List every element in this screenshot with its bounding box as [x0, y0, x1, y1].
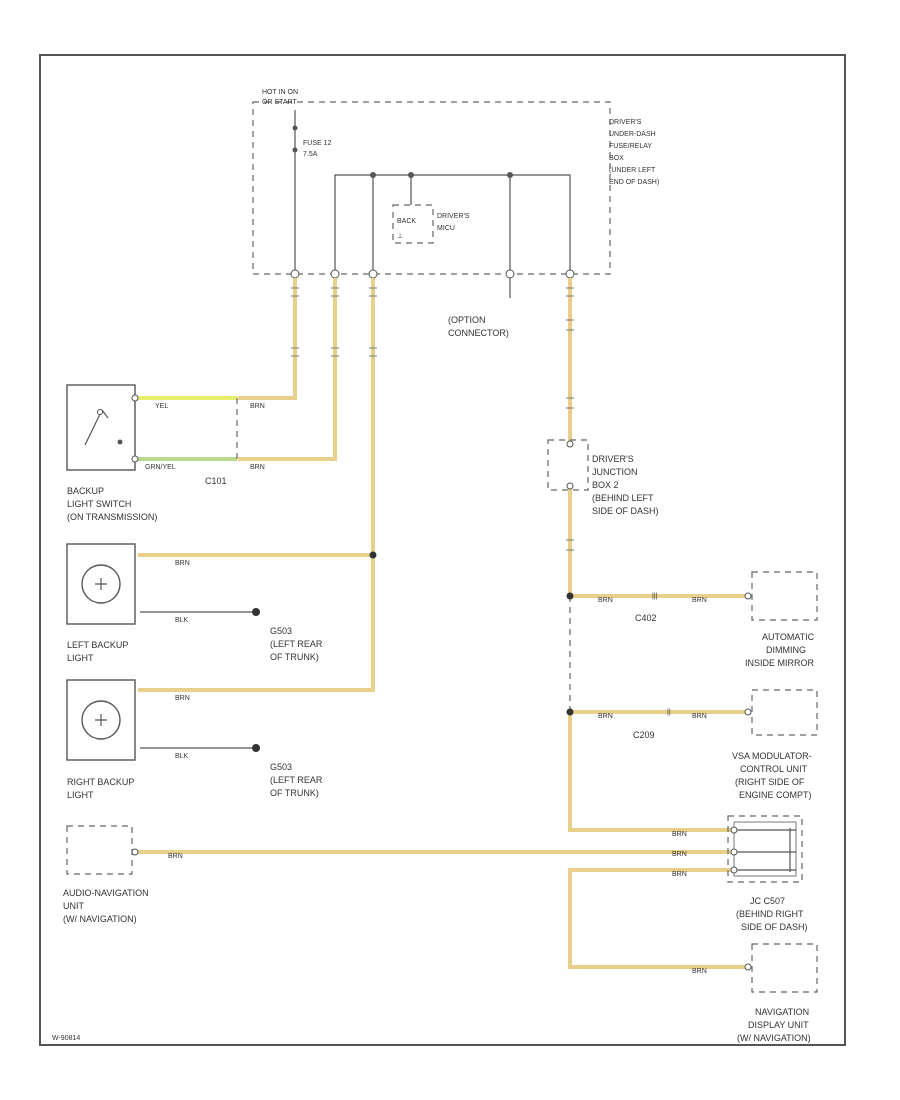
fuse-dot-2 — [292, 147, 298, 153]
drivers-junction-box: DRIVER'S JUNCTION BOX 2 (BEHIND LEFT SID… — [547, 439, 659, 516]
fuse-box-label-0: DRIVER'S — [609, 119, 642, 126]
nav-display-label-0: NAVIGATION — [755, 1007, 809, 1017]
nav-display-label-2: (W/ NAVIGATION) — [737, 1033, 811, 1043]
switch-wire-yel: YEL — [155, 403, 168, 410]
switch-label-0: BACKUP — [67, 486, 104, 496]
relay-label: BACK — [397, 218, 416, 225]
jc-wire-b: BRN — [672, 851, 687, 858]
left-ground-2: OF TRUNK) — [270, 652, 319, 662]
nav-display-label-1: DISPLAY UNIT — [748, 1020, 809, 1030]
bus-node-3 — [507, 172, 513, 178]
vsa-wire-2: BRN — [692, 713, 707, 720]
switch-label-1: LIGHT SWITCH — [67, 499, 131, 509]
vsa-connector: C209 — [633, 730, 655, 740]
jc-label-1: (BEHIND RIGHT — [736, 909, 804, 919]
dimming-mirror: BRN BRN ||| C402 AUTOMATIC DIMMING INSID… — [598, 571, 818, 668]
mirror-connector: C402 — [635, 613, 657, 623]
right-backup-light: BRN BLK G503 (LEFT REAR OF TRUNK) RIGHT … — [66, 679, 323, 800]
micu-label-1: MICU — [437, 225, 455, 232]
left-light-wire-gnd: BLK — [175, 617, 189, 624]
diagram-border — [39, 54, 846, 1046]
audio-wire: BRN — [168, 853, 183, 860]
fuse-box-label-5: END OF DASH) — [609, 179, 659, 186]
right-light-wire-in: BRN — [175, 695, 190, 702]
fuse-box-label-1: UNDER-DASH — [609, 131, 656, 138]
fuse-dot — [292, 125, 298, 131]
left-ground-1: (LEFT REAR — [270, 639, 323, 649]
fuse-relay-box: HOT IN ON OR START FUSE 12 7.5A DRIVER'S… — [252, 89, 659, 338]
right-ground-0: G503 — [270, 762, 292, 772]
micu-label-0: DRIVER'S — [437, 213, 470, 220]
vsa-connector-mark: || — [667, 709, 671, 716]
mirror-wire-1: BRN — [598, 597, 613, 604]
fuse-box-label-4: (UNDER LEFT — [609, 167, 656, 174]
left-ground-0: G503 — [270, 626, 292, 636]
right-ground-1: (LEFT REAR — [270, 775, 323, 785]
fuse-rating: 7.5A — [303, 151, 318, 158]
left-backup-light: BRN BLK G503 (LEFT REAR OF TRUNK) LEFT B… — [66, 543, 323, 663]
fuse-name: FUSE 12 — [303, 140, 332, 147]
backup-light-switch: YEL GRN/YEL BRN BRN C101 BACKUP LIGHT SW… — [66, 384, 265, 522]
mirror-label-1: DIMMING — [766, 645, 806, 655]
option-connector-0: (OPTION — [448, 315, 486, 325]
jc-wire-a: BRN — [672, 831, 687, 838]
audio-label-2: (W/ NAVIGATION) — [63, 914, 137, 924]
audio-label-1: UNIT — [63, 901, 84, 911]
vsa-wire-1: BRN — [598, 713, 613, 720]
jb-label-0: DRIVER'S — [592, 454, 634, 464]
switch-terminal-1 — [131, 394, 139, 402]
vsa-label-2: (RIGHT SIDE OF — [735, 777, 805, 787]
jb-label-3: (BEHIND LEFT — [592, 493, 654, 503]
joint-connector: BRN BRN BRN JC C507 (BEHIND RIGHT SIDE O… — [672, 815, 808, 932]
relay-contact: ⊥ — [397, 233, 403, 240]
right-light-label-0: RIGHT BACKUP — [67, 777, 134, 787]
mirror-label-0: AUTOMATIC — [762, 632, 815, 642]
left-light-wire-in: BRN — [175, 560, 190, 567]
right-ground-2: OF TRUNK) — [270, 788, 319, 798]
mirror-wire-2: BRN — [692, 597, 707, 604]
jc-label-2: SIDE OF DASH) — [741, 922, 808, 932]
right-light-wire-gnd: BLK — [175, 753, 189, 760]
jb-label-2: BOX 2 — [592, 480, 619, 490]
vsa-label-1: CONTROL UNIT — [740, 764, 808, 774]
nav-display-wire: BRN — [692, 968, 707, 975]
switch-wire-brn-1: BRN — [250, 403, 265, 410]
splice-nodes — [252, 551, 574, 752]
vsa-label-3: ENGINE COMPT) — [739, 790, 812, 800]
wires — [138, 278, 747, 969]
switch-terminal-2 — [131, 455, 139, 463]
right-light-label-1: LIGHT — [67, 790, 94, 800]
switch-wire-brn-2: BRN — [250, 464, 265, 471]
vsa-modulator: BRN BRN || C209 VSA MODULATOR- CONTROL U… — [598, 689, 818, 800]
audio-navigation-unit: BRN AUDIO-NAVIGATION UNIT (W/ NAVIGATION… — [63, 825, 183, 924]
switch-wire-grnyel: GRN/YEL — [145, 464, 176, 471]
jc-wire-c: BRN — [672, 871, 687, 878]
jb-label-1: JUNCTION — [592, 467, 638, 477]
vsa-label-0: VSA MODULATOR- — [732, 751, 812, 761]
jc-label-0: JC C507 — [750, 896, 785, 906]
mirror-connector-mark: ||| — [652, 593, 658, 600]
hot-label-2: OR START — [262, 99, 297, 106]
hot-label: HOT IN ON — [262, 89, 298, 96]
jb-label-4: SIDE OF DASH) — [592, 506, 659, 516]
footer-code: W-90814 — [52, 1035, 80, 1042]
left-light-label-0: LEFT BACKUP — [67, 640, 128, 650]
left-light-label-1: LIGHT — [67, 653, 94, 663]
connector-symbols — [291, 287, 574, 551]
fuse-box-label-3: BOX — [609, 155, 624, 162]
switch-label-2: (ON TRANSMISSION) — [67, 512, 157, 522]
audio-label-0: AUDIO-NAVIGATION — [63, 888, 149, 898]
bus-node-1 — [370, 172, 376, 178]
navigation-display-unit: BRN NAVIGATION DISPLAY UNIT (W/ NAVIGATI… — [692, 943, 818, 1043]
mirror-label-2: INSIDE MIRROR — [745, 658, 815, 668]
fuse-box-label-2: FUSE/RELAY — [609, 143, 652, 150]
connector-c101: C101 — [205, 476, 227, 486]
option-connector-1: CONNECTOR) — [448, 328, 509, 338]
